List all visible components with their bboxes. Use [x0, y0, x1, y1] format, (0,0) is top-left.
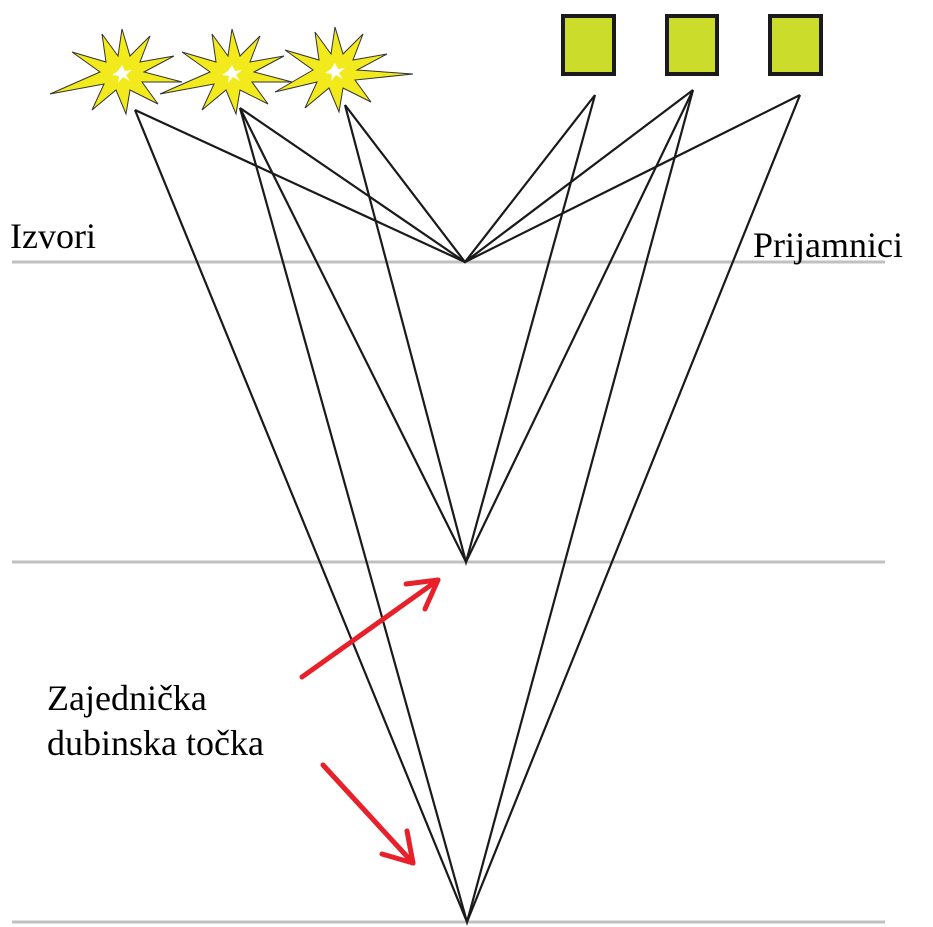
reflector-lines	[12, 260, 885, 924]
receivers	[561, 14, 823, 76]
arrow-to-cdp-2	[299, 577, 441, 680]
receiver-square-icon	[768, 14, 823, 76]
ray-s3-r1-reflector-1	[344, 94, 596, 264]
receiver-square-icon	[561, 14, 616, 76]
sources-label: Izvori	[10, 216, 96, 256]
cdp-arrows	[299, 577, 441, 866]
ray-paths	[133, 89, 802, 927]
ray-s2-r2-reflector-3	[238, 89, 695, 927]
arrow-to-cdp-3	[320, 762, 416, 866]
cdp-label-line-2: dubinska točka	[47, 723, 264, 763]
sources	[49, 26, 414, 116]
cdp-label-line-1: Zajednička	[47, 678, 207, 718]
explosion-icon	[159, 28, 293, 116]
explosion-icon	[49, 28, 183, 116]
explosion-icon	[274, 26, 414, 114]
ray-s3-r1-reflector-2	[343, 94, 597, 567]
receivers-label: Prijamnici	[753, 225, 903, 265]
receiver-square-icon	[665, 14, 719, 76]
